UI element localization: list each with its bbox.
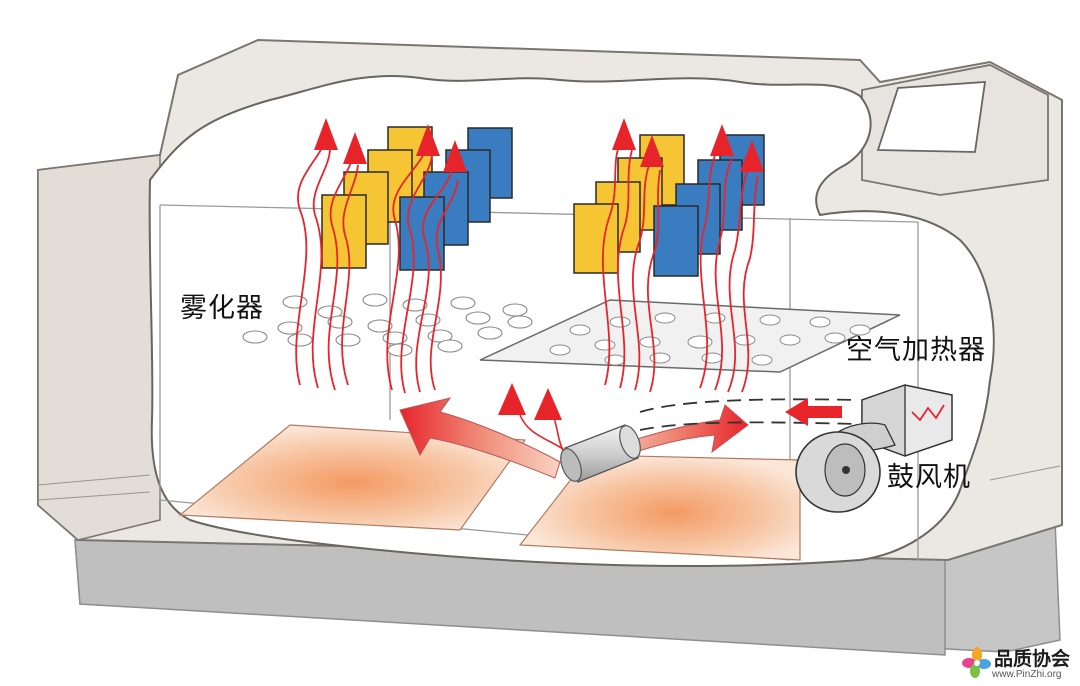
watermark-url: www.PinZhi.org xyxy=(992,669,1061,680)
air-heater-label: 空气加热器 xyxy=(846,328,986,367)
control-panel xyxy=(862,65,1048,195)
atomizer-label: 雾化器 xyxy=(180,286,264,325)
watermark-name: 品质协会 xyxy=(994,644,1070,671)
flower-logo-icon xyxy=(962,646,992,680)
watermark: 品质协会 www.PinZhi.org xyxy=(962,644,1074,684)
blower-label: 鼓风机 xyxy=(887,455,971,494)
